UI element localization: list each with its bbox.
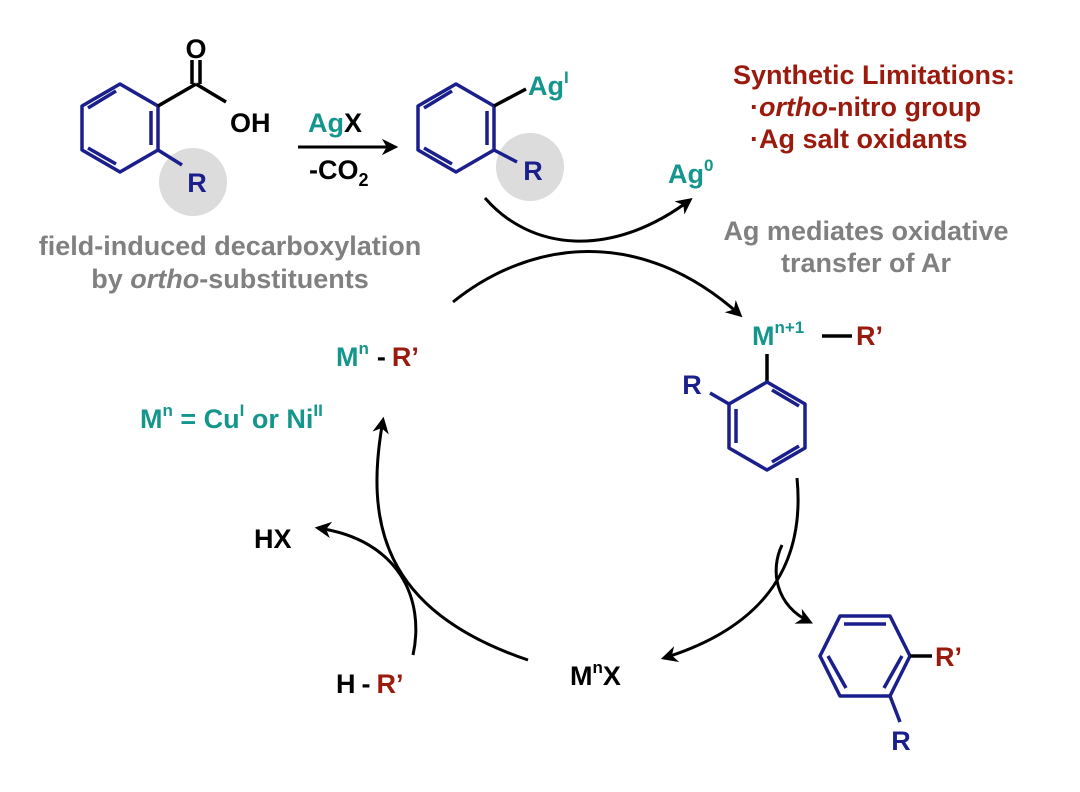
synthetic-limitations-note: Synthetic Limitations: ·ortho-nitro grou… [733, 60, 1015, 154]
ag-mediates-line1: Ag mediates oxidative [723, 216, 1008, 246]
coupled-product-molecule: R’ R [818, 614, 962, 756]
benzoic-acid-molecule: O OH R [80, 34, 271, 216]
hx-release-arrow [314, 521, 418, 656]
ring-r-bond [157, 148, 183, 167]
co2-loss-label: -CO2 [309, 155, 369, 190]
transmetalation-arrow [452, 250, 743, 318]
ligand-exchange-arrow [372, 416, 529, 662]
benzene-ring [818, 614, 912, 698]
r-prime-label: R’ [935, 642, 962, 672]
limitation-item-ortho-nitro: ·ortho-nitro group [750, 92, 981, 122]
carboxyl-bonds [157, 60, 227, 108]
reductive-elimination-arrow [660, 477, 800, 662]
ring-ag-bond [493, 87, 527, 108]
r-substituent-sphere [496, 133, 564, 201]
field-induced-line2: by ortho-substituents [91, 264, 369, 294]
benzene-ring [727, 380, 807, 472]
benzene-ring [416, 82, 496, 174]
aryl-silver-molecule: AgI R [416, 68, 569, 201]
r-label: R [682, 370, 702, 400]
mn-r-prime-label: Mn-R’ [336, 339, 419, 372]
limitations-title: Synthetic Limitations: [733, 60, 1015, 90]
metal-definition-label: Mn = CuI or NiII [140, 401, 323, 434]
carbonyl-oxygen-label: O [185, 34, 206, 64]
ring-r-bond [709, 391, 730, 406]
product-release-arrow [774, 544, 813, 624]
agx-reagent-label: AgX [308, 108, 362, 138]
hydroxyl-label: OH [230, 108, 271, 138]
r-substituent-sphere [159, 148, 227, 216]
r-label: R [891, 726, 911, 756]
field-induced-line1: field-induced decarboxylation [39, 231, 422, 261]
ring-r-bond [888, 695, 902, 723]
r-label: R [523, 156, 543, 186]
h-r-prime-label: H-R’ [336, 669, 404, 699]
silver-zero-label: Ag0 [668, 156, 713, 189]
benzene-ring [80, 82, 160, 174]
mnx-label: MnX [570, 658, 621, 691]
ag-mediates-line2: transfer of Ar [781, 248, 952, 278]
r-label: R [187, 168, 207, 198]
limitation-item-ag-oxidants: ·Ag salt oxidants [750, 124, 968, 154]
aryl-metal-intermediate: Mn+1 R’ R [682, 318, 883, 472]
silver-label: AgI [528, 68, 569, 101]
aryl-input-branch-arrow [483, 197, 693, 243]
r-prime-label: R’ [856, 321, 883, 351]
ring-r-bond [493, 148, 518, 164]
mn1-label: Mn+1 [752, 318, 804, 351]
hx-label: HX [254, 524, 292, 554]
catalytic-cycle-arrows [314, 197, 813, 662]
